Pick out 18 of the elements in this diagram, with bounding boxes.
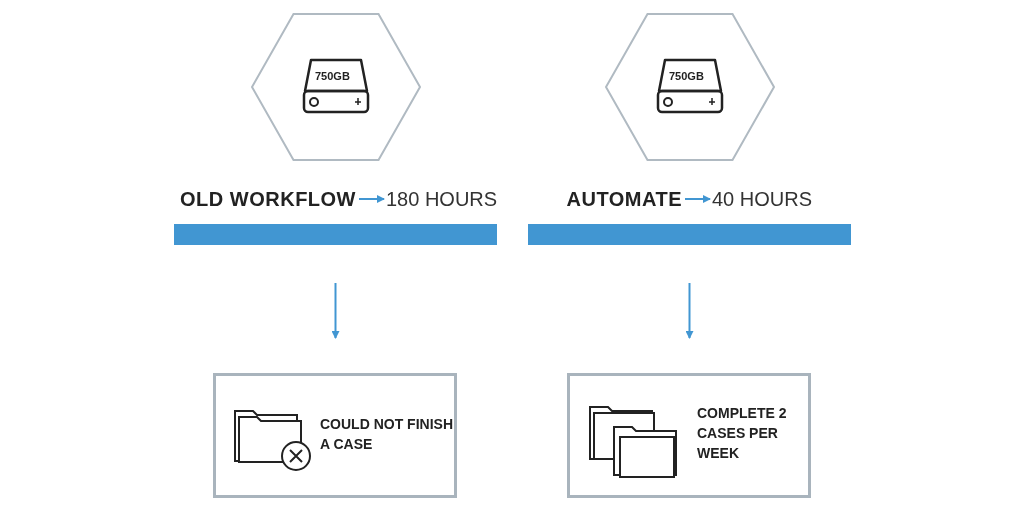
arrow [684,195,711,203]
arrow [331,282,340,339]
arrow [685,282,694,339]
duration-label: 180 HOURS [386,184,516,212]
progress-bar [174,224,497,245]
result-box [567,373,811,498]
result-text: COMPLETE 2 CASES PER WEEK [697,404,788,463]
duration-label: 40 HOURS [712,184,832,212]
result-box [213,373,457,498]
progress-bar [528,224,851,245]
hexagon [251,13,421,161]
capacity-label: 750GB [315,69,350,84]
arrow [358,195,385,203]
workflow-title: AUTOMATE [520,184,682,212]
capacity-label: 750GB [669,69,704,84]
workflow-title: OLD WORKFLOW [150,184,356,212]
result-text: COULD NOT FINISH A CASE [320,415,454,454]
hexagon [605,13,775,161]
